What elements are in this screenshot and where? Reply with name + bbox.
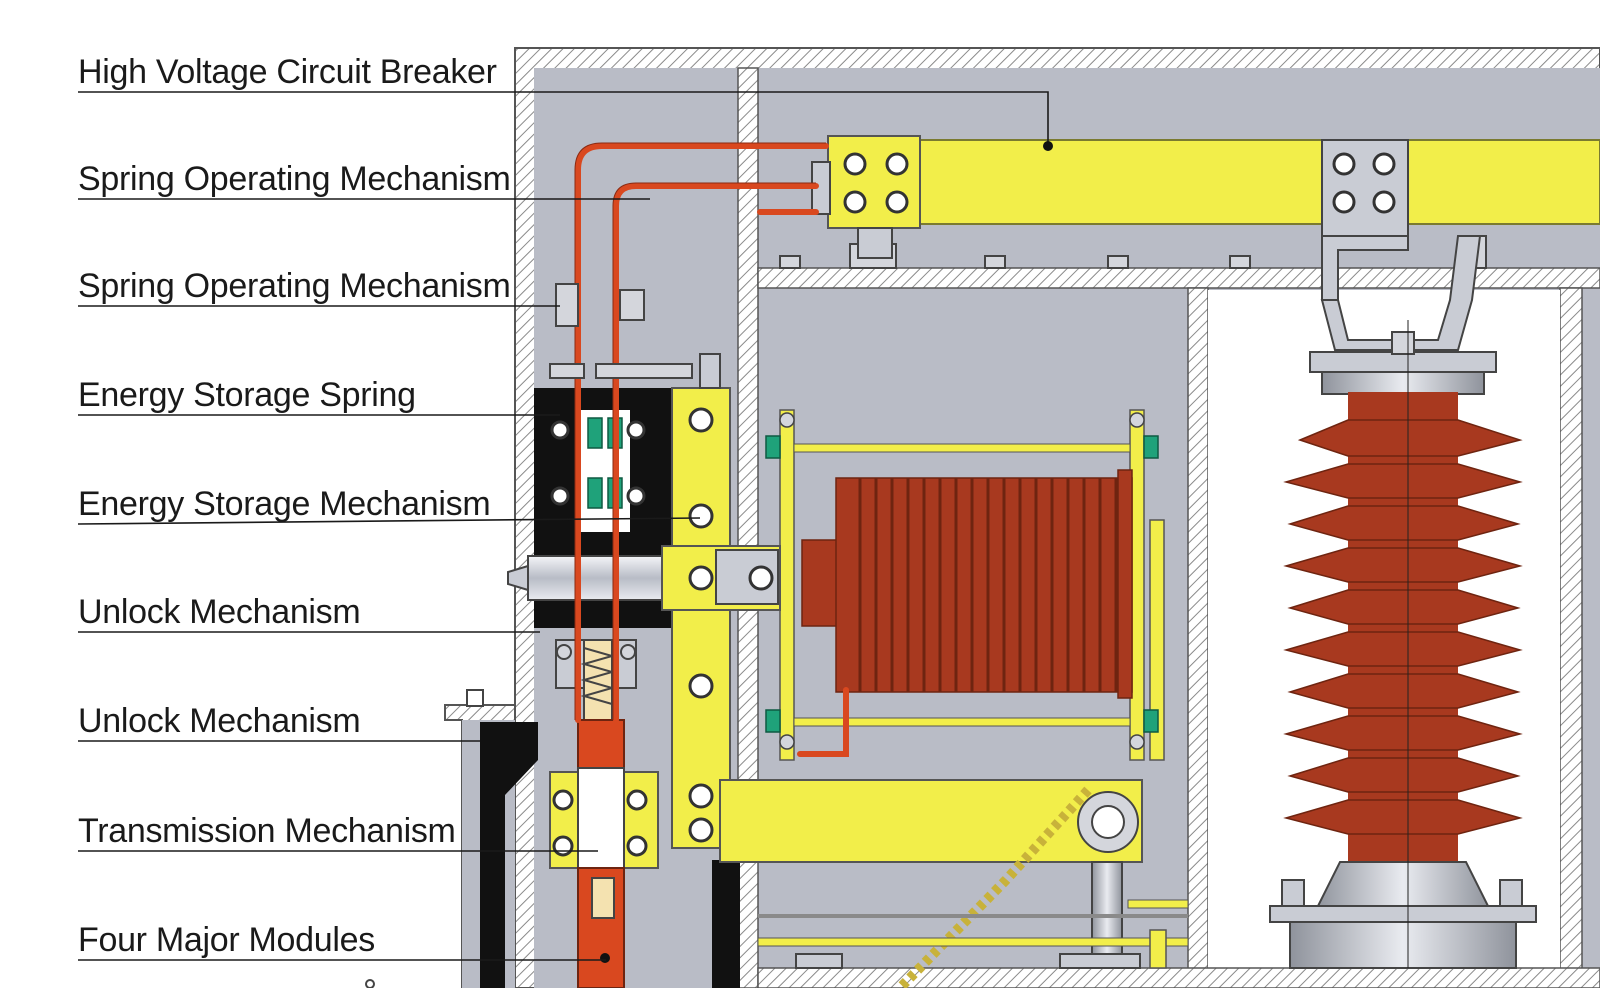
bottom-rails (757, 899, 1189, 969)
busbar (811, 135, 1600, 259)
label-spring-operating-mechanism-2: Spring Operating Mechanism (78, 267, 511, 305)
insulator-sheds (1283, 419, 1523, 835)
insulator-bracket (1320, 139, 1482, 351)
label-energy-storage-spring: Energy Storage Spring (78, 376, 416, 414)
label-transmission-mechanism: Transmission Mechanism (78, 812, 456, 850)
coil (801, 469, 1133, 699)
main-rod (507, 555, 679, 601)
coil-frame (765, 409, 1165, 761)
terminal-holes (843, 152, 909, 214)
label-four-major-modules: Four Major Modules (78, 921, 375, 959)
label-high-voltage-circuit-breaker: High Voltage Circuit Breaker (78, 53, 497, 91)
coil-windings (858, 478, 1118, 692)
label-energy-storage-mechanism: Energy Storage Mechanism (78, 485, 491, 523)
insulator (1269, 320, 1537, 969)
orange-leads (575, 143, 849, 757)
label-unlock-mechanism-2: Unlock Mechanism (78, 702, 361, 740)
lever (661, 353, 781, 849)
channel-bolts (549, 283, 693, 660)
label-unlock-mechanism-1: Unlock Mechanism (78, 593, 361, 631)
leader-lines (77, 91, 1049, 961)
label-spring-operating-mechanism-1: Spring Operating Mechanism (78, 160, 511, 198)
